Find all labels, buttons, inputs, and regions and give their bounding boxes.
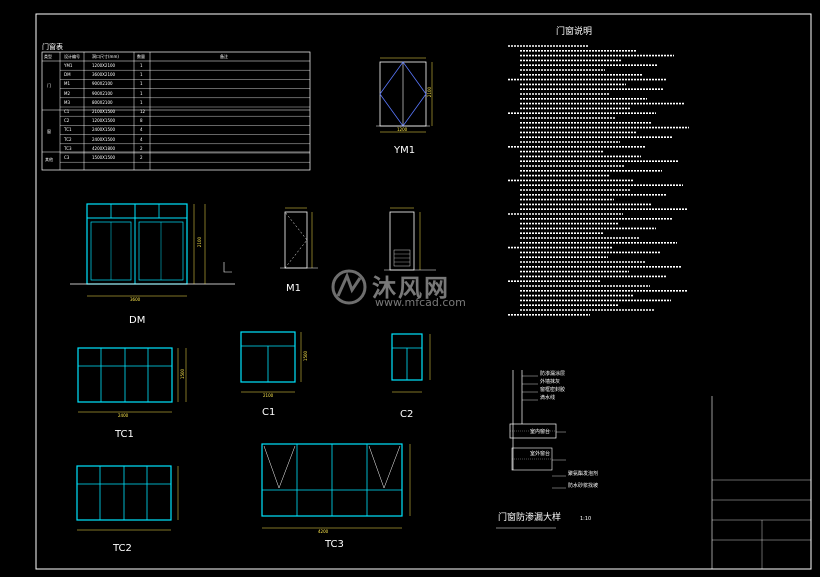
schedule-title: 门窗表	[42, 43, 63, 51]
schedule-cell-qty: 1	[140, 99, 143, 105]
schedule-header-notes: 备注	[220, 54, 228, 59]
schedule-cell-qty: 1	[140, 81, 143, 87]
schedule-group-door: 门	[47, 83, 51, 88]
elevation-m1	[280, 207, 318, 269]
schedule-cell-code: M3	[64, 99, 70, 105]
schedule-cell-code: YM1	[64, 63, 73, 68]
detail-callout: 防渗漏涂层	[540, 371, 566, 377]
dim-c1-width: 2100	[263, 393, 274, 398]
watermark-logo-icon	[331, 269, 367, 305]
schedule-group-window: 窗	[47, 129, 51, 134]
dim-tc1-height: 1500	[180, 368, 186, 380]
schedule-header-size: 洞口尺寸(mm)	[92, 54, 119, 59]
schedule-cell-code: DM	[64, 72, 71, 78]
schedule-cell-code: C2	[64, 118, 70, 124]
elevation-c2	[391, 333, 431, 393]
elevation-ym1	[376, 57, 433, 133]
label-c1: C1	[262, 407, 276, 418]
detail-callout: 室外窗台	[530, 451, 551, 457]
schedule-cell-size: 1200X1500	[92, 118, 116, 124]
elevation-dm	[70, 203, 235, 297]
label-m1: M1	[286, 283, 301, 294]
detail-callout: 滴水线	[540, 395, 556, 401]
detail-callout: 室内窗台	[530, 429, 551, 435]
title-block	[711, 396, 811, 569]
schedule-cell-size: 1500X1500	[92, 155, 116, 160]
schedule-cell-code: TC3	[64, 145, 72, 151]
schedule-cell-size: 3600X2100	[92, 72, 116, 78]
dim-dm-height: 2100	[197, 236, 203, 248]
waterproof-detail	[496, 370, 566, 529]
schedule-cell-qty: 1	[140, 63, 143, 68]
schedule-cell-code: C1	[64, 109, 70, 114]
elevation-m2	[384, 207, 436, 271]
schedule-cell-qty: 4	[140, 136, 143, 142]
label-dm: DM	[129, 315, 146, 326]
detail-callout: 窗框密封胶	[540, 387, 566, 393]
schedule-header-type: 类型	[44, 54, 52, 59]
schedule-cell-size: 800X2100	[92, 99, 113, 105]
schedule-cell-qty: 4	[140, 127, 143, 133]
schedule-cell-code: M1	[64, 81, 70, 87]
sheet-border	[35, 13, 812, 570]
notes-text-block	[508, 45, 689, 316]
detail-callout: 防水砂浆找坡	[568, 483, 599, 489]
dim-tc1-width: 2400	[118, 413, 129, 418]
notes-title: 门窗说明	[556, 27, 593, 37]
elevation-c1	[240, 331, 302, 393]
elevation-tc1	[77, 347, 187, 413]
detail-title: 门窗防渗漏大样	[498, 513, 562, 523]
label-ym1: YM1	[394, 145, 416, 156]
schedule-cell-qty: 12	[140, 109, 146, 114]
schedule-cell-qty: 2	[140, 155, 143, 160]
schedule-cell-size: 2100X1500	[92, 109, 116, 114]
schedule-cell-code: TC1	[64, 127, 72, 133]
door-window-schedule	[41, 51, 311, 171]
elevation-tc3	[261, 443, 411, 529]
label-tc2: TC2	[113, 543, 132, 554]
schedule-cell-qty: 1	[140, 72, 143, 78]
schedule-cell-size: 900X2100	[92, 81, 113, 87]
schedule-cell-size: 2400X1500	[92, 136, 116, 142]
detail-callout: 聚氨酯发泡剂	[568, 471, 599, 477]
watermark-brand: 沐风网	[372, 274, 450, 302]
schedule-header-qty: 数量	[137, 54, 145, 59]
schedule-cell-size: 1200X2100	[92, 63, 116, 68]
schedule-cell-code: TC2	[64, 136, 72, 142]
label-tc3: TC3	[325, 539, 344, 550]
dim-tc3-width: 4200	[318, 529, 329, 534]
schedule-cell-qty: 8	[140, 118, 143, 124]
schedule-cell-qty: 1	[140, 90, 143, 96]
schedule-group-other: 其他	[45, 157, 53, 162]
schedule-cell-code: C3	[64, 155, 70, 160]
watermark-url: www.mfcad.com	[375, 296, 466, 309]
dim-ym1-width: 1200	[397, 127, 408, 132]
schedule-cell-qty: 2	[140, 145, 143, 151]
schedule-header-code: 设计编号	[64, 54, 80, 59]
label-c2: C2	[400, 409, 414, 420]
schedule-cell-size: 900X2100	[92, 90, 113, 96]
schedule-cell-size: 4200X1800	[92, 145, 116, 151]
dim-c1-height: 1500	[303, 350, 309, 362]
detail-callout: 外墙抹灰	[540, 379, 561, 385]
elevation-tc2	[76, 465, 179, 531]
schedule-cell-code: M2	[64, 90, 70, 96]
detail-scale: 1:10	[580, 516, 592, 522]
label-tc1: TC1	[115, 429, 134, 440]
schedule-cell-size: 2400X1500	[92, 127, 116, 133]
dim-ym1-height: 2100	[427, 86, 433, 98]
dim-dm-width: 3600	[130, 297, 141, 302]
